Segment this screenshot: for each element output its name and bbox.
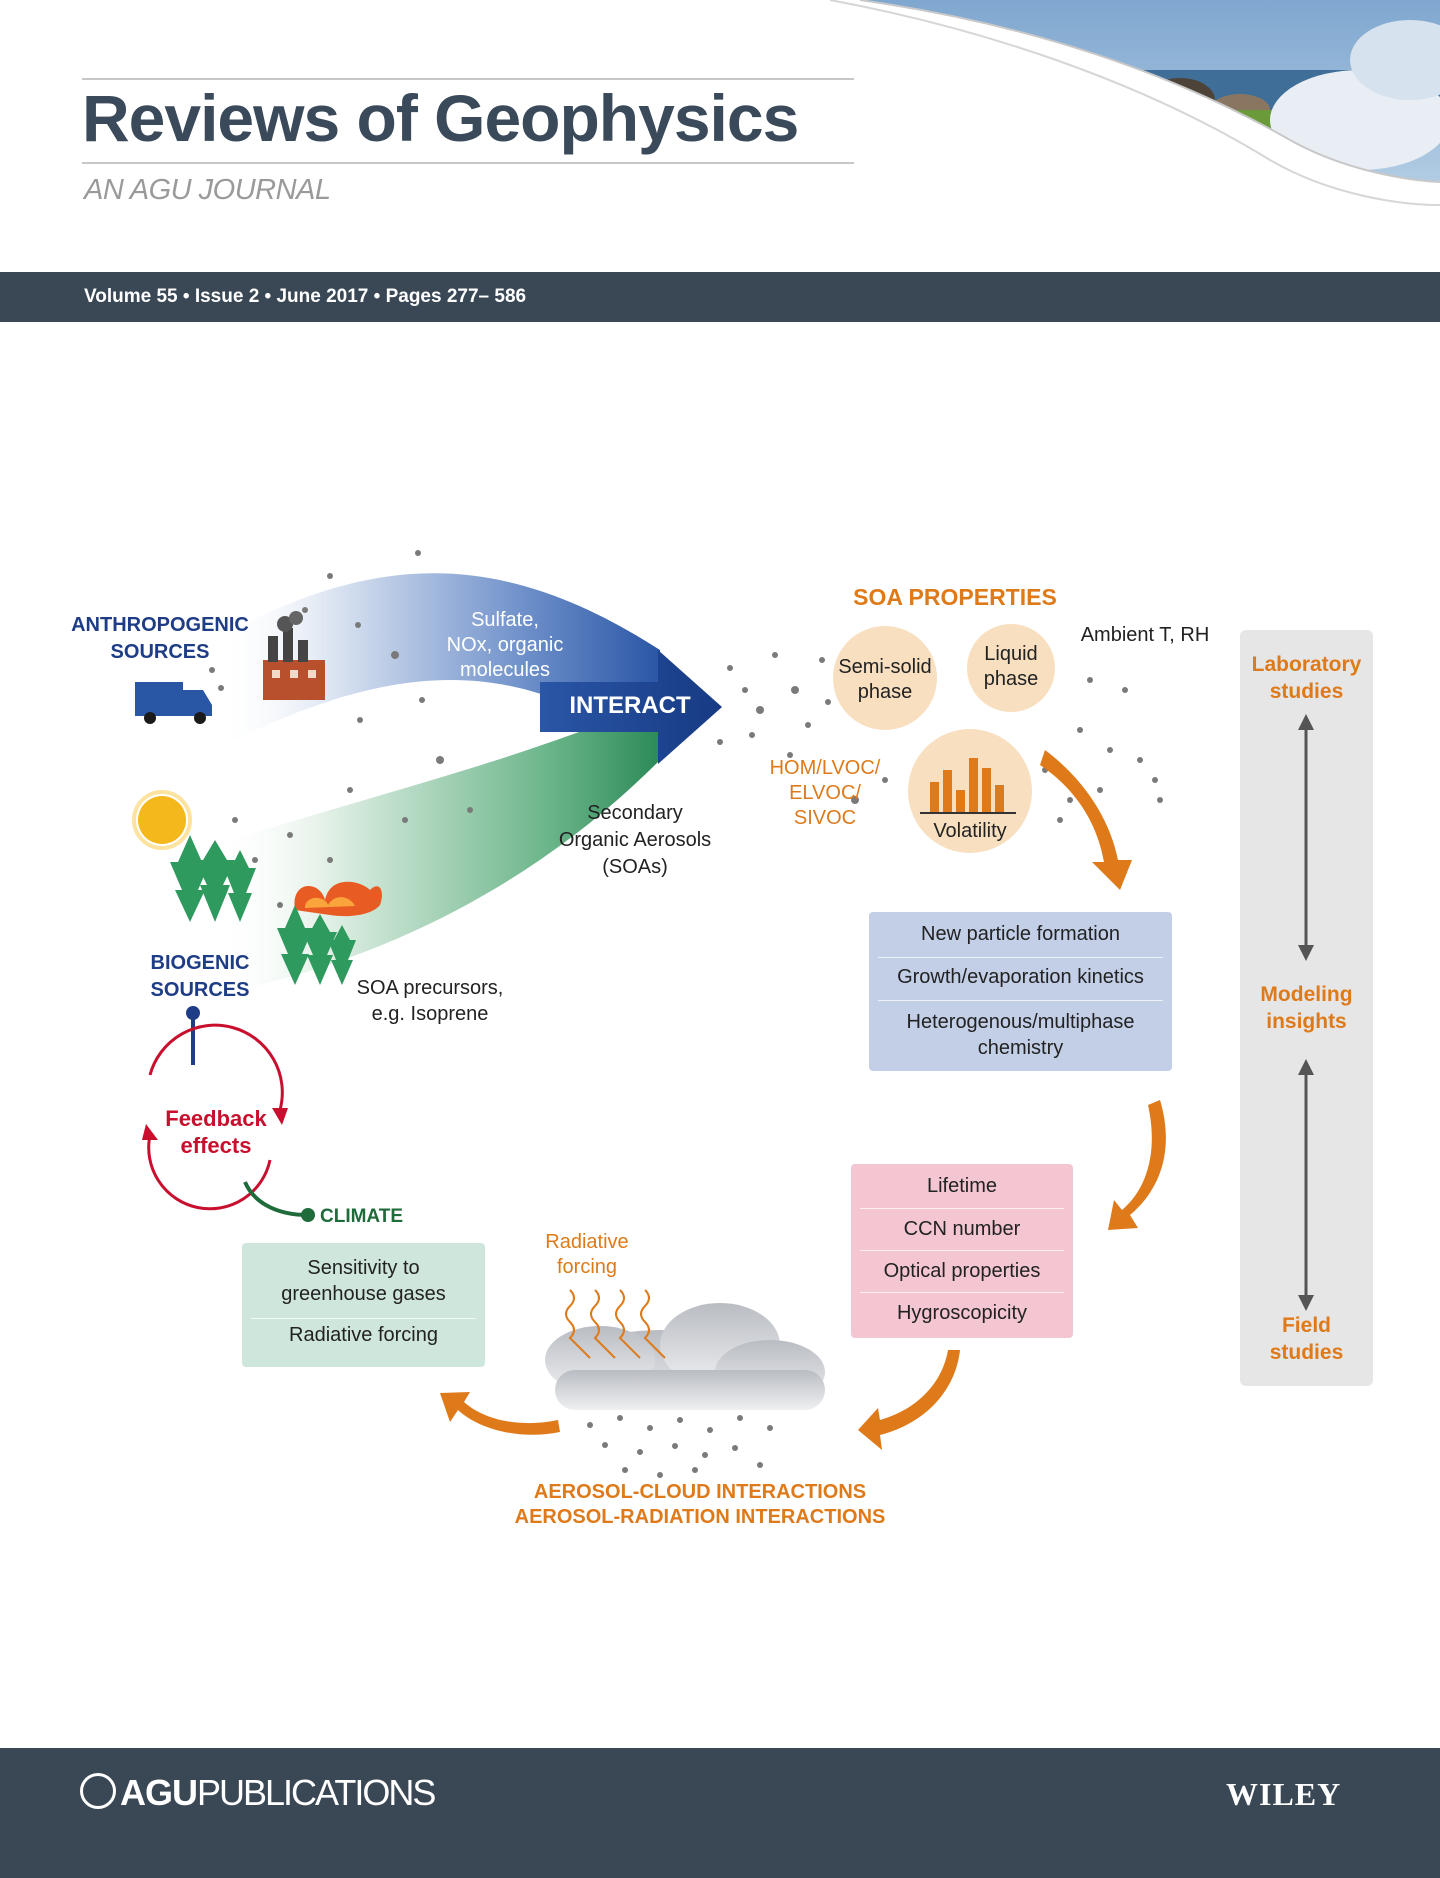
anthropogenic-band: [215, 573, 660, 760]
process-new-particle-formation: New particle formation: [921, 923, 1120, 945]
soa-diagram: [132, 550, 1373, 1478]
feedback-effects-label: Feedback effects: [165, 1106, 267, 1158]
pollutant-particles: [209, 550, 473, 908]
volatility-label: Volatility: [933, 820, 1007, 842]
footer-bar: [0, 1748, 1440, 1878]
sun-icon: [132, 790, 192, 850]
property-lifetime: Lifetime: [926, 1175, 998, 1197]
volatility-bars-icon: [920, 758, 1016, 814]
semi-solid-circle: [833, 626, 937, 730]
agu-publications-logo: AGUPUBLICATIONS: [80, 1772, 436, 1814]
process-multiphase-chemistry: Heterogenous/multiphase chemistry: [906, 1011, 1135, 1059]
radiative-forcing-label: Radiative forcing: [545, 1231, 629, 1278]
feedback-loop: [142, 1006, 315, 1222]
truck-icon: [135, 682, 212, 724]
flow-arrows: [440, 750, 1166, 1450]
double-arrow-icon: [1298, 714, 1314, 1311]
ambient-label: Ambient T, RH: [1080, 624, 1210, 646]
issue-bar: [0, 272, 1440, 322]
liquid-circle: [967, 624, 1055, 712]
climate-radiative-forcing: Radiative forcing: [289, 1324, 438, 1346]
laboratory-studies-label: Laboratory studies: [1251, 653, 1362, 703]
field-studies-label: Field studies: [1269, 1314, 1344, 1364]
climate-label: CLIMATE: [320, 1206, 404, 1227]
header-landscape-image: [829, 0, 1440, 206]
interactions-label: AEROSOL-CLOUD INTERACTIONS AEROSOL-RADIA…: [514, 1481, 886, 1528]
modeling-insights-label: Modeling insights: [1260, 983, 1353, 1033]
radiative-forcing-rays: [565, 1289, 666, 1359]
journal-title: Reviews of Geophysics: [82, 81, 799, 155]
climate-sensitivity: Sensitivity to greenhouse gases: [281, 1257, 446, 1305]
soa-properties-title: SOA PROPERTIES: [853, 584, 1057, 610]
forest-icon: [170, 835, 256, 922]
wildfire-icon: [277, 881, 382, 985]
pollutants-label: Sulfate, NOx, organic molecules: [446, 609, 564, 681]
anthropogenic-sources-label: ANTHROPOGENIC SOURCES: [71, 614, 249, 663]
property-ccn-number: CCN number: [903, 1218, 1021, 1240]
process-growth-kinetics: Growth/evaporation kinetics: [897, 966, 1144, 988]
semi-solid-phase-label: Semi-solid phase: [838, 656, 932, 703]
processes-box: [869, 912, 1172, 1071]
agu-globe-icon: [80, 1773, 116, 1809]
issue-info: Volume 55 • Issue 2 • June 2017 • Pages …: [84, 286, 527, 307]
soa-label: Secondary Organic Aerosols (SOAs): [558, 802, 712, 878]
biogenic-band: [215, 700, 660, 995]
climate-box: [242, 1243, 485, 1367]
biogenic-sources-label: BIOGENIC SOURCES: [150, 952, 250, 1001]
agu-publications-text: PUBLICATIONS: [197, 1772, 436, 1813]
factory-icon: [263, 611, 325, 700]
cloud-particles: [587, 1415, 773, 1478]
journal-subtitle: AN AGU JOURNAL: [84, 174, 331, 206]
voc-label: HOM/LVOC/ ELVOC/ SIVOC: [769, 757, 881, 829]
precursors-label: SOA precursors, e.g. Isoprene: [356, 977, 504, 1025]
property-optical: Optical properties: [883, 1260, 1041, 1282]
title-rule-bottom: [82, 162, 854, 164]
property-hygroscopicity: Hygroscopicity: [896, 1302, 1028, 1324]
interact-arrow: [540, 650, 722, 764]
liquid-phase-label: Liquid phase: [983, 643, 1039, 690]
wiley-logo: WILEY: [1226, 1776, 1342, 1812]
cloud-icon: [545, 1303, 825, 1410]
title-rule-top: [82, 78, 854, 80]
interact-label: INTERACT: [569, 692, 691, 719]
agu-brand-text: AGU: [120, 1772, 198, 1813]
study-methods-panel: [1240, 630, 1373, 1386]
